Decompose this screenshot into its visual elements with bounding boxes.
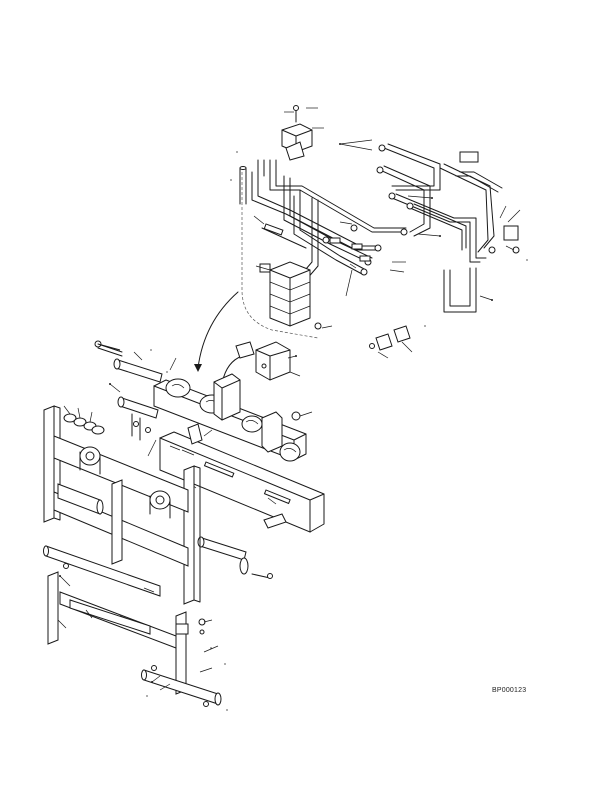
valve-block	[259, 261, 311, 327]
fork-frame-assembly	[43, 405, 222, 707]
assembly-arrow-left	[197, 291, 239, 369]
callout-ticks	[146, 151, 528, 711]
carriage-assembly	[94, 340, 325, 579]
hydraulic-hose-assembly	[239, 105, 521, 359]
drawing-reference-code: BP000123	[492, 687, 527, 694]
